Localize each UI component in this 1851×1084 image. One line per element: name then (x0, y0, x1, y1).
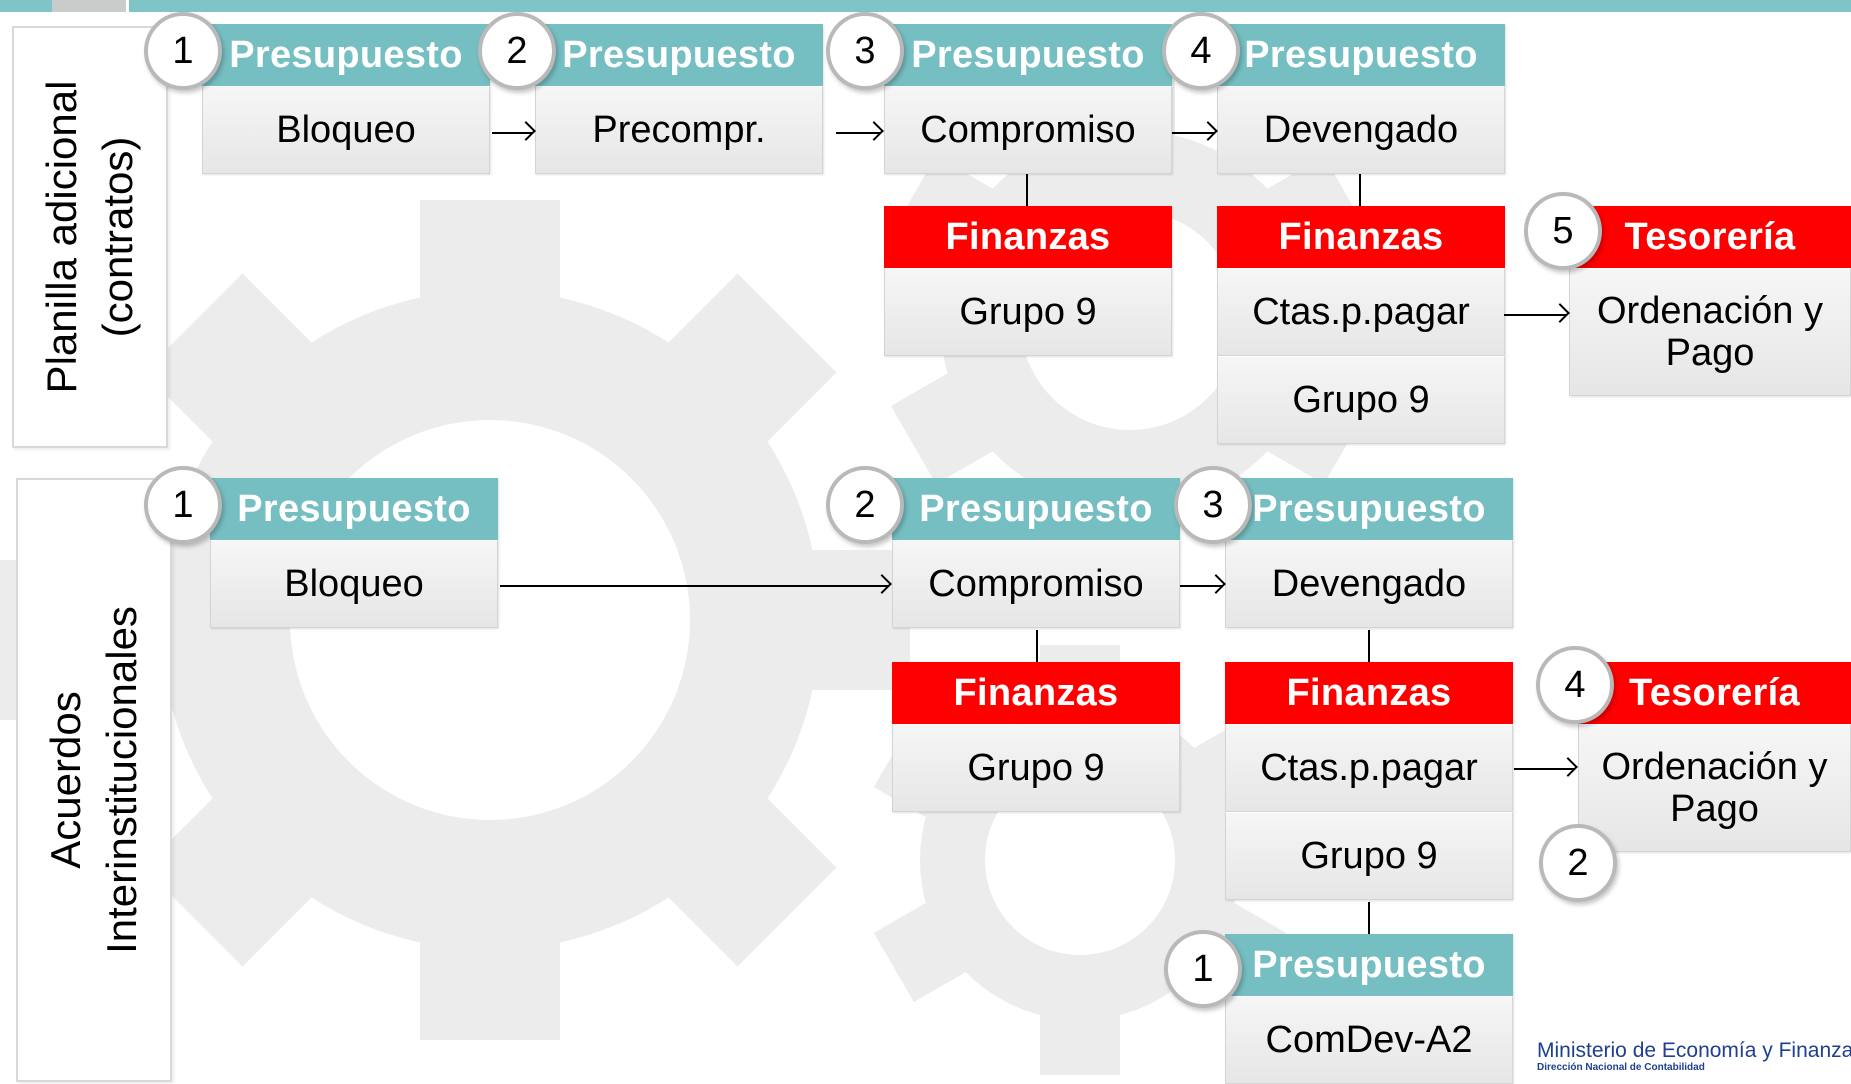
row2-finanzas-2: Finanzas Ctas.p.pagar Grupo 9 (1225, 662, 1513, 900)
row1-presupuesto-4: Presupuesto Devengado (1217, 24, 1505, 174)
step-badge-1b: 1 (1164, 930, 1242, 1008)
group-label-planilla: Planilla adicional (contratos) (12, 26, 168, 448)
connector-v1 (1026, 174, 1028, 206)
row2-tesoreria: Tesorería Ordenación y Pago (1578, 662, 1851, 852)
box-cell: Ordenación y Pago (1578, 724, 1851, 852)
row2-presupuesto-comdev: Presupuesto ComDev-A2 (1225, 934, 1513, 1084)
row1-finanzas-2: Finanzas Ctas.p.pagar Grupo 9 (1217, 206, 1505, 444)
row1-presupuesto-1: Presupuesto Bloqueo (202, 24, 490, 174)
step-badge-3: 3 (1174, 466, 1252, 544)
box-header: Tesorería (1569, 206, 1851, 268)
box-cell: Bloqueo (202, 86, 490, 174)
box-header: Presupuesto (892, 478, 1180, 540)
box-header: Presupuesto (535, 24, 823, 86)
box-header: Tesorería (1578, 662, 1851, 724)
box-cell: Ctas.p.pagar (1225, 724, 1513, 812)
row1-finanzas-1: Finanzas Grupo 9 (884, 206, 1172, 356)
row2-finanzas-1: Finanzas Grupo 9 (892, 662, 1180, 812)
arrow-1 (492, 132, 532, 134)
top-banner-block (52, 0, 129, 12)
group-label-acuerdos: Acuerdos Interinstitucionales (16, 478, 172, 1082)
box-header: Presupuesto (1225, 934, 1513, 996)
row2-presupuesto-2: Presupuesto Compromiso (892, 478, 1180, 628)
box-cell: Bloqueo (210, 540, 498, 628)
step-badge-2b: 2 (1539, 824, 1617, 902)
box-header: Presupuesto (1225, 478, 1513, 540)
row2-presupuesto-3: Presupuesto Devengado (1225, 478, 1513, 628)
arrow-5 (500, 585, 888, 587)
step-badge-4: 4 (1536, 646, 1614, 724)
step-badge-5: 5 (1524, 192, 1602, 270)
box-header: Finanzas (884, 206, 1172, 268)
logo-title: Ministerio de Economía y Finanzas (1537, 1039, 1851, 1062)
planilla-line1: Planilla adicional (38, 80, 85, 394)
box-header: Presupuesto (202, 24, 490, 86)
row1-tesoreria: Tesorería Ordenación y Pago (1569, 206, 1851, 396)
planilla-line2: (contratos) (94, 136, 141, 338)
box-cell: Ordenación y Pago (1569, 268, 1851, 396)
acuerdos-line1: Acuerdos (42, 691, 89, 869)
connector-v5 (1368, 902, 1370, 934)
logo-subtitle: Dirección Nacional de Contabilidad (1537, 1062, 1705, 1073)
group-label-acuerdos-text: Acuerdos Interinstitucionales (38, 606, 150, 954)
box-cell: ComDev-A2 (1225, 996, 1513, 1084)
step-badge-4: 4 (1162, 12, 1240, 90)
group-label-planilla-text: Planilla adicional (contratos) (34, 81, 146, 394)
step-badge-1: 1 (144, 12, 222, 90)
box-cell: Grupo 9 (1225, 812, 1513, 900)
box-header: Presupuesto (210, 478, 498, 540)
box-cell: Devengado (1217, 86, 1505, 174)
box-cell: Grupo 9 (1217, 356, 1505, 444)
arrow-6 (1180, 585, 1222, 587)
box-header: Presupuesto (884, 24, 1172, 86)
box-cell: Compromiso (884, 86, 1172, 174)
step-badge-3: 3 (826, 12, 904, 90)
connector-v4 (1368, 630, 1370, 662)
box-cell: Grupo 9 (884, 268, 1172, 356)
box-cell: Compromiso (892, 540, 1180, 628)
connector-v3 (1036, 630, 1038, 662)
step-badge-2: 2 (478, 12, 556, 90)
ministry-logo: Ministerio de Economía y Finanzas Direcc… (1537, 1040, 1851, 1074)
box-header: Finanzas (1225, 662, 1513, 724)
row2-presupuesto-1: Presupuesto Bloqueo (210, 478, 498, 628)
box-cell: Precompr. (535, 86, 823, 174)
arrow-3 (1172, 132, 1214, 134)
box-cell: Grupo 9 (892, 724, 1180, 812)
row1-presupuesto-2: Presupuesto Precompr. (535, 24, 823, 174)
arrow-2 (836, 132, 880, 134)
arrow-7 (1514, 768, 1574, 770)
row1-presupuesto-3: Presupuesto Compromiso (884, 24, 1172, 174)
step-badge-1: 1 (144, 466, 222, 544)
box-cell: Devengado (1225, 540, 1513, 628)
box-cell: Ctas.p.pagar (1217, 268, 1505, 356)
arrow-4 (1504, 314, 1566, 316)
step-badge-2: 2 (826, 466, 904, 544)
box-header: Finanzas (1217, 206, 1505, 268)
connector-v2 (1359, 174, 1361, 206)
top-banner (0, 0, 1851, 12)
acuerdos-line2: Interinstitucionales (98, 606, 145, 954)
box-header: Presupuesto (1217, 24, 1505, 86)
box-header: Finanzas (892, 662, 1180, 724)
